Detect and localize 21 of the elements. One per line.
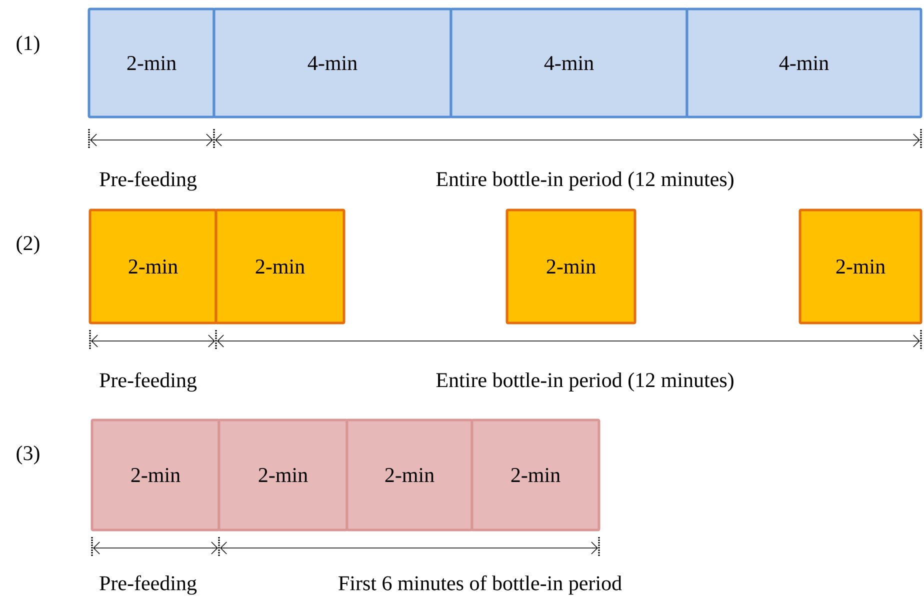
time-block: 2-min xyxy=(346,418,474,532)
time-block: 4-min xyxy=(450,8,688,118)
row-number: (3) xyxy=(16,445,40,465)
time-block: 2-min xyxy=(90,418,220,532)
period-label: Pre-feeding xyxy=(100,575,197,595)
row-number: (1) xyxy=(16,35,40,55)
period-label: Pre-feeding xyxy=(100,171,197,191)
time-block: 2-min xyxy=(470,418,600,532)
time-block: 2-min xyxy=(798,208,922,324)
time-block: 2-min xyxy=(88,208,218,324)
time-block: 4-min xyxy=(212,8,452,118)
time-block: 2-min xyxy=(506,208,636,324)
period-label: Entire bottle-in period (12 minutes) xyxy=(436,171,734,191)
time-block: 4-min xyxy=(686,8,922,118)
time-block: 2-min xyxy=(214,208,346,324)
period-label: Pre-feeding xyxy=(100,372,197,392)
period-label: Entire bottle-in period (12 minutes) xyxy=(436,372,734,392)
row-number: (2) xyxy=(16,235,40,255)
time-block: 2-min xyxy=(88,8,216,118)
period-label: First 6 minutes of bottle-in period xyxy=(338,575,622,595)
time-block: 2-min xyxy=(218,418,348,532)
